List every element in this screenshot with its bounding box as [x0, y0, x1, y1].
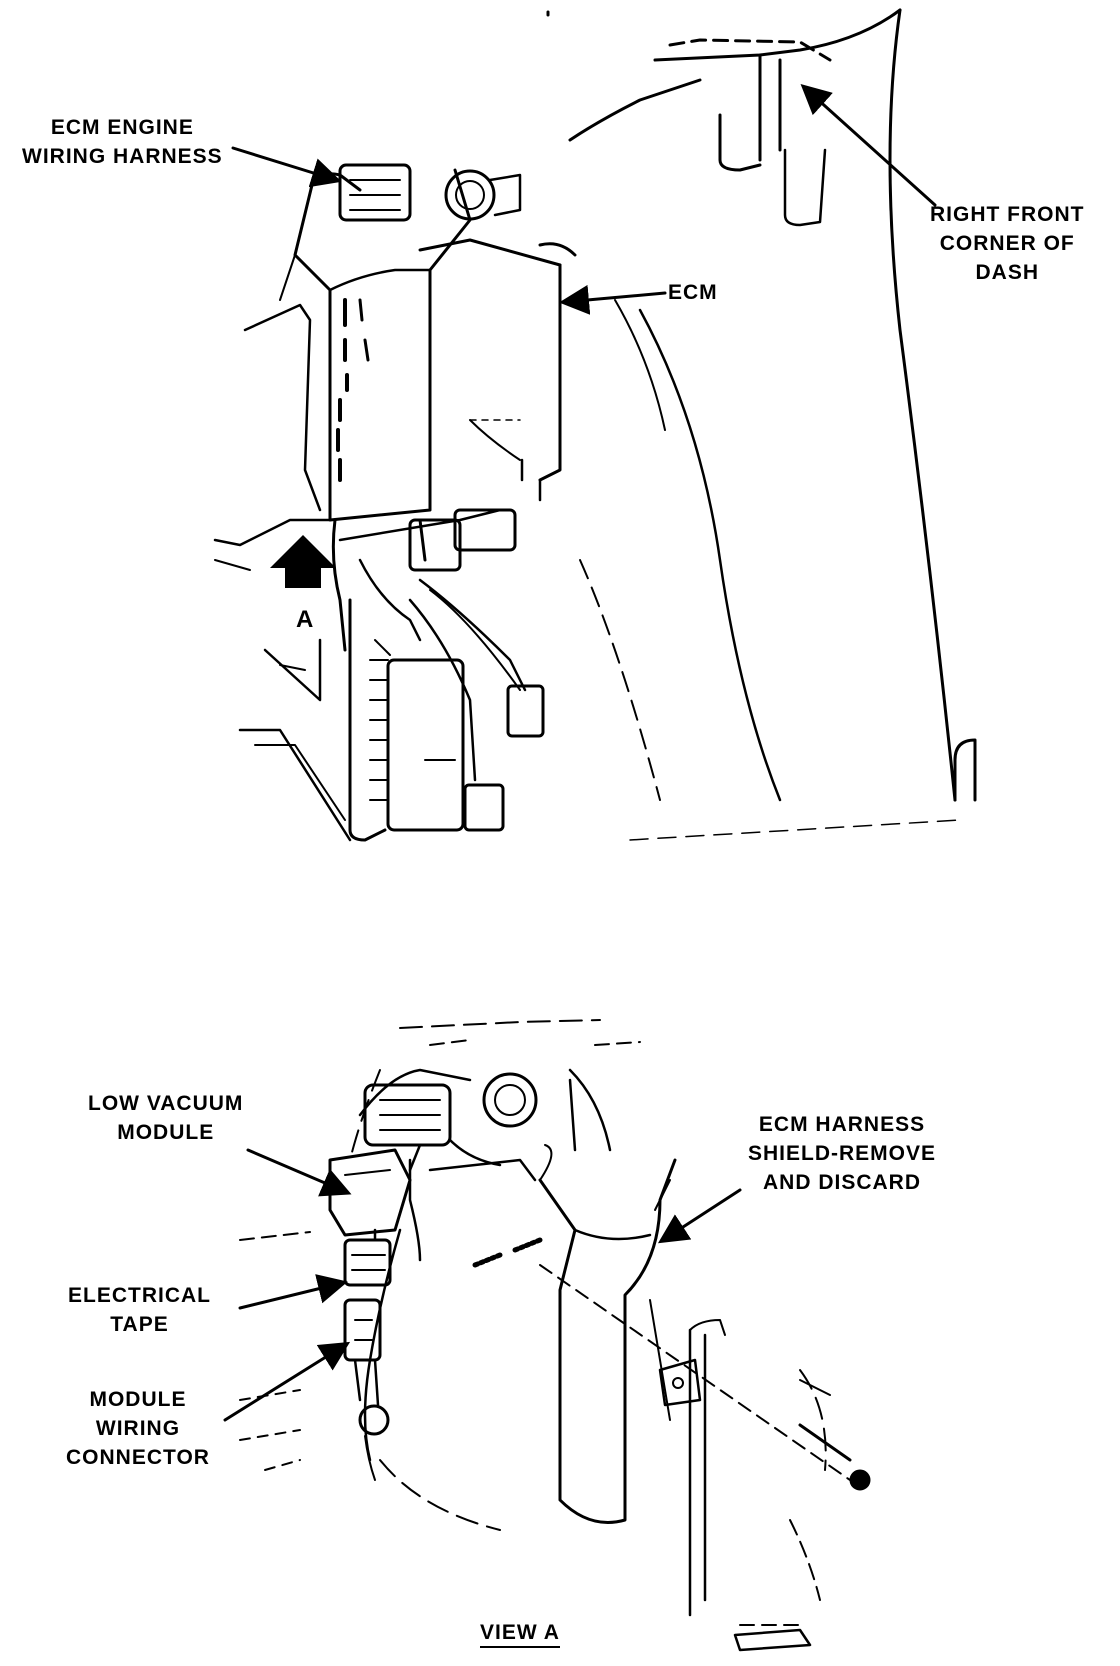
label-line: A — [296, 606, 314, 633]
ecm-harness-shield — [472, 1144, 871, 1524]
label-line: ECM HARNESS — [758, 1113, 926, 1136]
label-line: MODULE — [117, 1121, 215, 1144]
label-line: ECM — [668, 281, 718, 304]
label-line: RIGHT FRONT — [930, 203, 1085, 226]
leader-module-wiring-connector — [223, 1341, 351, 1422]
ecm-box — [418, 238, 577, 502]
leader-ecm-engine-harness — [231, 146, 342, 188]
connector-cluster-bottom — [363, 1072, 538, 1172]
label-line: DASH — [975, 261, 1039, 284]
label-line: WIRING — [95, 1417, 181, 1440]
bottom-figure — [223, 1019, 871, 1652]
label-line: CORNER OF — [939, 232, 1075, 255]
label-line: ELECTRICAL — [68, 1284, 211, 1307]
label-line: ECM ENGINE — [50, 116, 194, 139]
label-electrical-tape: ELECTRICAL TAPE — [68, 1281, 211, 1339]
label-right-front-corner: RIGHT FRONT CORNER OF DASH — [930, 200, 1084, 287]
view-a-marker-arrow — [270, 535, 336, 588]
label-line: CONNECTOR — [66, 1446, 210, 1469]
top-connectors — [338, 163, 522, 222]
leader-right-front-corner — [800, 83, 937, 207]
leader-low-vacuum-module — [246, 1148, 352, 1197]
module-chain — [328, 1148, 412, 1481]
label-line: TAPE — [110, 1313, 169, 1336]
leader-ecm-harness-shield — [657, 1188, 742, 1244]
label-line: LOW VACUUM — [88, 1092, 244, 1115]
view-a-marker-label: A — [296, 605, 313, 634]
label-line: MODULE — [89, 1388, 187, 1411]
leader-ecm — [559, 284, 667, 315]
label-line: AND DISCARD — [763, 1171, 921, 1194]
label-ecm: ECM — [668, 278, 718, 307]
left-body-lines — [213, 303, 521, 842]
label-line: SHIELD-REMOVE — [748, 1142, 937, 1165]
label-ecm-harness-shield: ECM HARNESS SHIELD-REMOVE AND DISCARD — [748, 1110, 936, 1197]
view-a-caption: VIEW A — [480, 1620, 560, 1648]
top-figure — [213, 8, 977, 842]
body-lines-bottom — [239, 1019, 827, 1626]
label-line: WIRING HARNESS — [22, 145, 223, 168]
harness-shield — [279, 168, 472, 522]
label-ecm-engine-harness: ECM ENGINE WIRING HARNESS — [22, 113, 223, 171]
dash-panel — [546, 8, 977, 841]
lower-harness — [331, 508, 545, 842]
label-module-wiring-connector: MODULE WIRING CONNECTOR — [66, 1385, 210, 1472]
label-low-vacuum-module: LOW VACUUM MODULE — [88, 1089, 243, 1147]
leader-electrical-tape — [238, 1274, 348, 1310]
